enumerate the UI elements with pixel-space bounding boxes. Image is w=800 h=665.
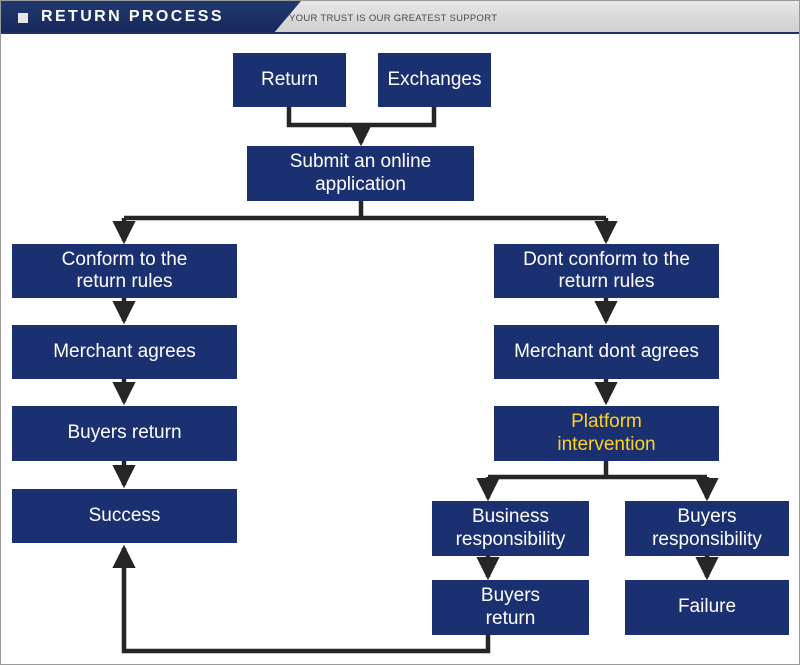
node-dont-conform-rules-label: Dont conform to the return rules [523,248,690,292]
header-underline [1,32,799,34]
node-success[interactable]: Success [12,489,237,543]
node-return[interactable]: Return [233,53,346,107]
node-failure-label: Failure [677,596,737,618]
node-business-responsibility[interactable]: Business responsibility [432,501,589,556]
header-tagline: YOUR TRUST IS OUR GREATEST SUPPORT [289,13,498,24]
node-conform-rules[interactable]: Conform to the return rules [12,244,237,298]
node-merchant-agrees[interactable]: Merchant agrees [12,325,237,379]
node-merchant-agrees-label: Merchant agrees [53,340,196,362]
node-buyers-return-left-label: Buyers return [67,422,182,444]
node-buyers-return-bottom[interactable]: Buyers return [432,580,589,635]
node-platform-intervention-label: Platform intervention [557,411,656,455]
square-bullet-icon [18,13,28,23]
header-navy-band [1,1,301,34]
node-business-responsibility-label: Business responsibility [455,506,566,550]
node-merchant-dont-agrees-label: Merchant dont agrees [514,340,699,362]
page-title: RETURN PROCESS [41,8,224,25]
node-submit-application[interactable]: Submit an online application [247,146,474,201]
node-submit-application-label: Submit an online application [289,151,432,195]
node-conform-rules-label: Conform to the return rules [61,248,188,292]
node-platform-intervention[interactable]: Platform intervention [494,406,719,461]
edge-top-merge [286,107,437,128]
node-buyers-return-bottom-label: Buyers return [480,585,541,629]
node-buyers-responsibility[interactable]: Buyers responsibility [625,501,789,556]
node-exchanges-label: Exchanges [387,68,482,90]
node-failure[interactable]: Failure [625,580,789,635]
page-header: RETURN PROCESS YOUR TRUST IS OUR GREATES… [1,1,799,34]
node-exchanges[interactable]: Exchanges [378,53,491,107]
node-buyers-responsibility-label: Buyers responsibility [652,506,762,550]
node-success-label: Success [88,504,161,526]
node-return-label: Return [260,68,319,90]
node-dont-conform-rules[interactable]: Dont conform to the return rules [494,244,719,298]
node-buyers-return-left[interactable]: Buyers return [12,406,237,461]
node-merchant-dont-agrees[interactable]: Merchant dont agrees [494,325,719,379]
